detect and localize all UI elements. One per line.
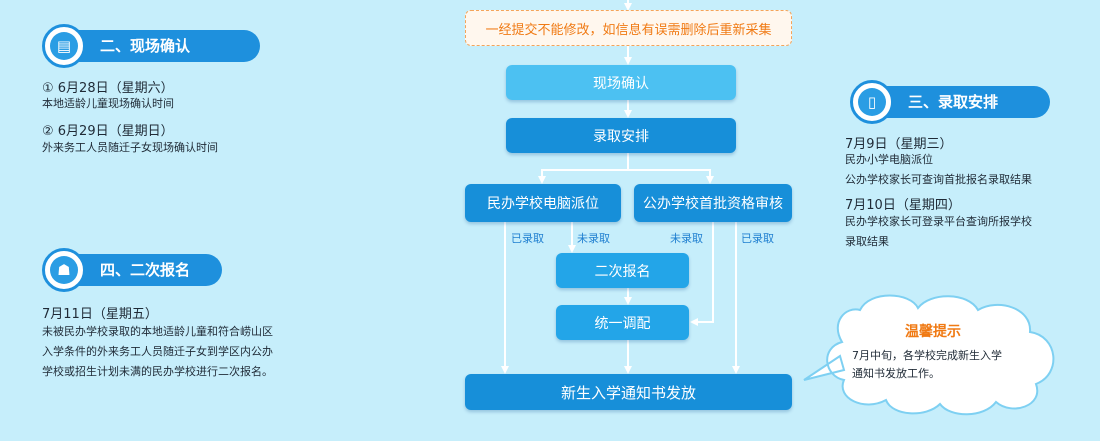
tip-line1: 7月中旬，各学校完成新生入学 [852,349,1002,362]
public-review-box: 公办学校首批资格审核 [634,184,792,222]
tip-title: 温馨提示 [905,324,961,340]
section3-line4: 7月10日（星期四） [845,198,961,213]
section3-line2: 民办小学电脑派位 [845,153,933,166]
section4-line4: 学校或招生计划未满的民办学校进行二次报名。 [42,365,273,378]
document-icon: ▯ [858,88,886,116]
admission-notice-box: 新生入学通知书发放 [465,374,792,410]
section3-line6: 录取结果 [845,235,889,248]
connector-split-right [628,169,714,184]
unified-allocation-box: 统一调配 [556,305,689,340]
label-admitted-left: 已录取 [511,232,544,245]
private-lottery-box: 民办学校电脑派位 [465,184,621,222]
section4-line1: 7月11日（星期五） [42,307,158,322]
section2-line1: ① 6月28日（星期六） [42,81,174,96]
section2-line3: ② 6月29日（星期日） [42,124,174,139]
section4-title: 四、二次报名 [64,254,222,286]
desk-icon: ▤ [50,32,78,60]
section3-line1: 7月9日（星期三） [845,137,953,152]
section3-line3: 公办学校家长可查询首批报名录取结果 [845,173,1032,186]
tip-line2: 通知书发放工作。 [852,367,940,380]
connector-right-not-admitted [690,222,714,326]
label-admitted-right: 已录取 [741,232,774,245]
section2-header: 二、现场确认 ▤ [42,24,260,68]
admission-box: 录取安排 [506,118,736,153]
section2-title: 二、现场确认 [64,30,260,62]
second-registration-box: 二次报名 [556,253,689,288]
section4-line2: 未被民办学校录取的本地适龄儿童和符合崂山区 [42,325,273,338]
tip-cloud-shape [803,294,1055,416]
section3-header: 三、录取安排 ▯ [850,80,1050,124]
section2-line2: 本地适龄儿童现场确认时间 [42,97,174,110]
connector-split-left [538,169,628,184]
label-not-admitted-left: 未录取 [577,232,610,245]
section2-line4: 外来务工人员随迁子女现场确认时间 [42,141,218,154]
onsite-confirm-box: 现场确认 [506,65,736,100]
label-not-admitted-right: 未录取 [670,232,703,245]
section4-header: 四、二次报名 ☗ [42,248,222,292]
section3-title: 三、录取安排 [872,86,1050,118]
reading-person-icon: ☗ [50,256,78,284]
section3-line5: 民办学校家长可登录平台查询所报学校 [845,215,1032,228]
section4-line3: 入学条件的外来务工人员随迁子女到学区内公办 [42,345,273,358]
top-note: 一经提交不能修改，如信息有误需删除后重新采集 [465,10,792,46]
